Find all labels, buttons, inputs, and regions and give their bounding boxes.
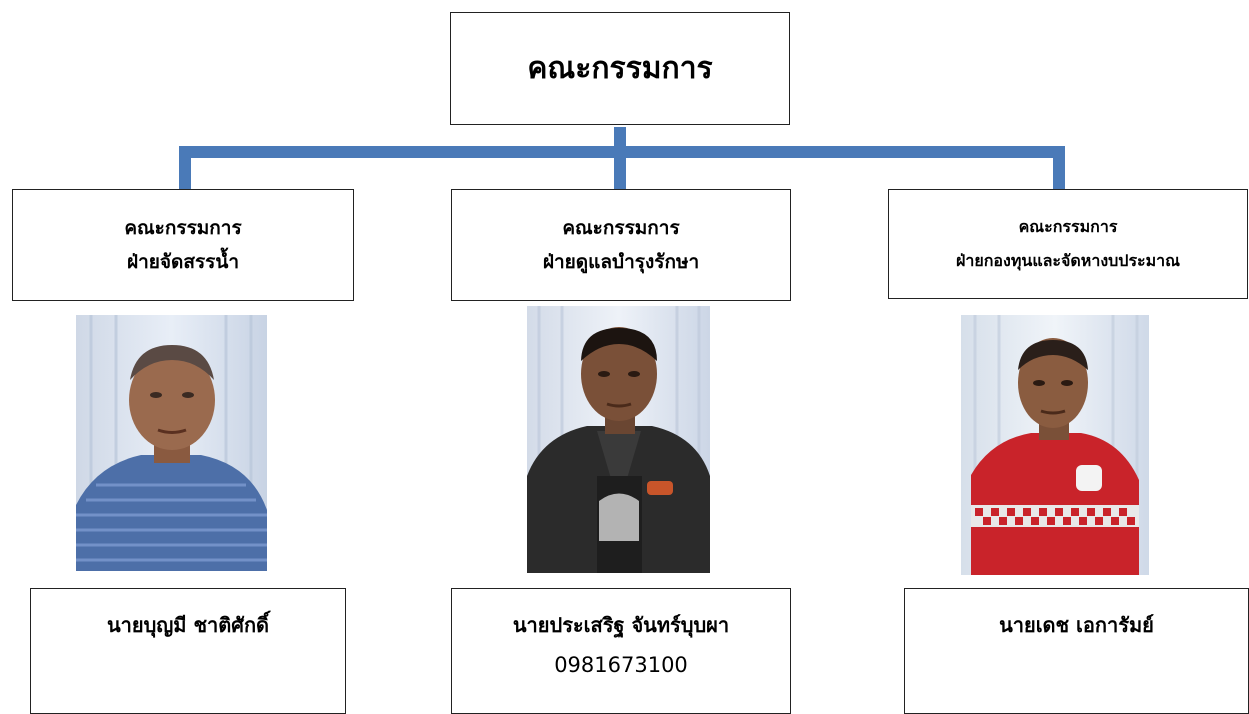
committee-title: คณะกรรมการ — [562, 217, 680, 239]
root-committee-box: คณะกรรมการ — [450, 12, 790, 125]
member-box-det: นายเดช เอการัมย์ — [904, 588, 1249, 714]
connector-right-drop — [1053, 146, 1065, 189]
committee-title: คณะกรรมการ — [1018, 217, 1118, 236]
member-photo-boonmee — [76, 315, 267, 571]
member-name: นายเดช เอการัมย์ — [999, 613, 1154, 637]
member-phone: 0981673100 — [554, 653, 688, 677]
member-box-boonmee: นายบุญมี ชาติศักดิ์ — [30, 588, 346, 714]
connector-horizontal — [179, 146, 1065, 158]
committee-box-fund: คณะกรรมการ ฝ่ายกองทุนและจัดหางบประมาณ — [888, 189, 1248, 299]
member-photo-det — [961, 315, 1149, 575]
connector-trunk — [614, 127, 626, 189]
member-photo-prasert — [527, 306, 710, 573]
committee-department: ฝ่ายดูแลบำรุงรักษา — [542, 251, 700, 273]
member-name: นายประเสริฐ จันทร์บุบผา — [512, 613, 730, 637]
member-name: นายบุญมี ชาติศักดิ์ — [106, 613, 270, 637]
root-committee-title: คณะกรรมการ — [527, 51, 713, 86]
connector-left-drop — [179, 146, 191, 189]
member-box-prasert: นายประเสริฐ จันทร์บุบผา 0981673100 — [451, 588, 791, 714]
committee-box-water: คณะกรรมการ ฝ่ายจัดสรรน้ำ — [12, 189, 354, 301]
committee-box-maintenance: คณะกรรมการ ฝ่ายดูแลบำรุงรักษา — [451, 189, 791, 301]
committee-department: ฝ่ายจัดสรรน้ำ — [126, 251, 240, 273]
committee-department: ฝ่ายกองทุนและจัดหางบประมาณ — [955, 251, 1181, 270]
committee-title: คณะกรรมการ — [124, 217, 242, 239]
